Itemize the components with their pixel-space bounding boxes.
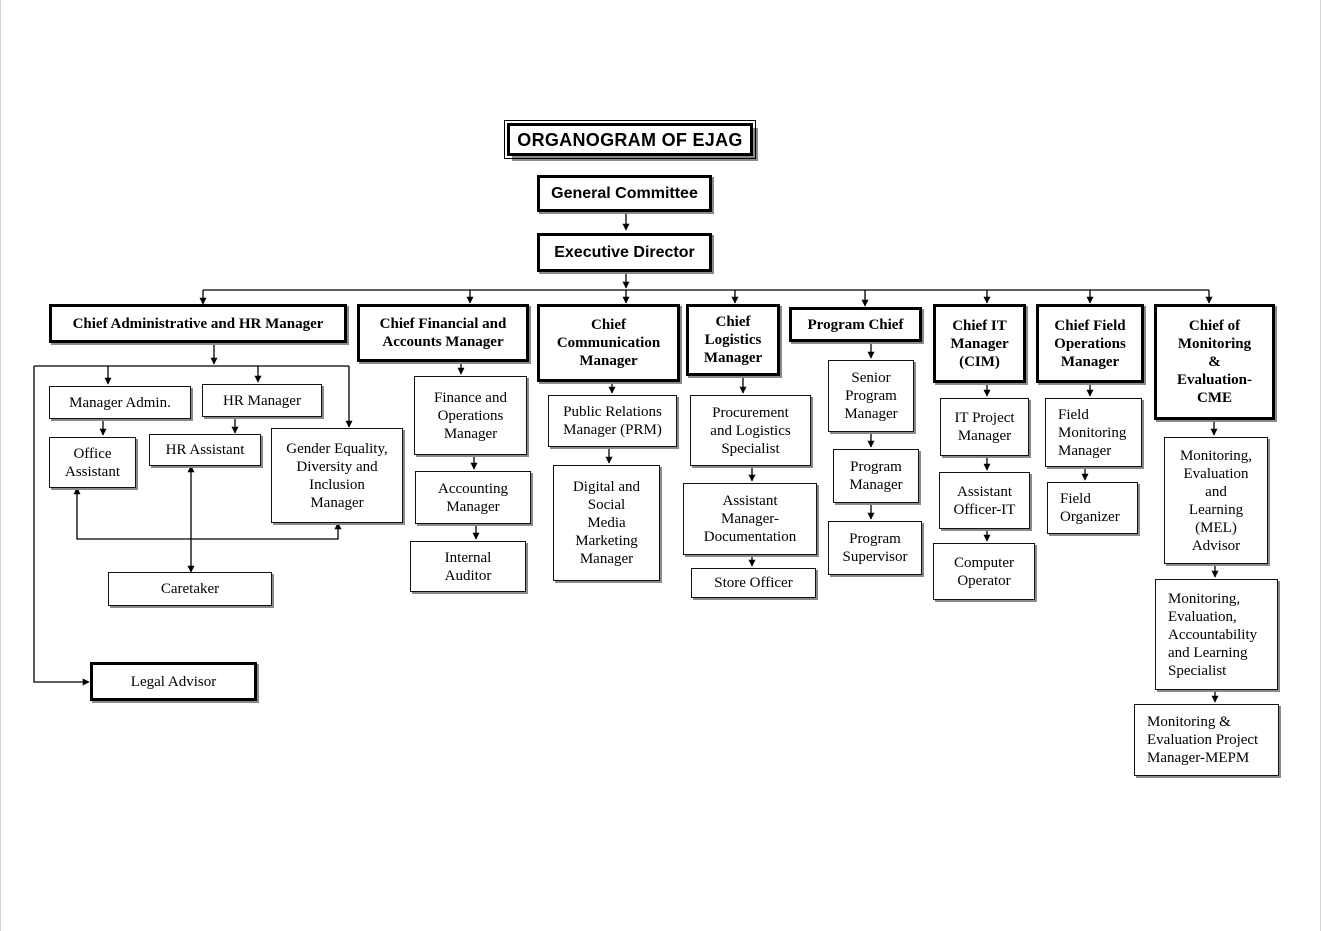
program-supervisor-box: Program Supervisor: [828, 521, 922, 575]
connector-legal-advisor: [33, 366, 90, 686]
assistant-officer-it-box: Assistant Officer-IT: [939, 472, 1030, 529]
manager-admin-box: Manager Admin.: [49, 386, 191, 419]
general-committee-box: General Committee: [537, 175, 712, 212]
connector-office-gender: [73, 487, 342, 540]
chief-it-box: Chief IT Manager (CIM): [933, 304, 1026, 383]
page-title: ORGANOGRAM OF EJAG: [504, 120, 756, 159]
caretaker-box: Caretaker: [108, 572, 272, 606]
chief-field-ops-box: Chief Field Operations Manager: [1036, 304, 1144, 383]
legal-advisor-box: Legal Advisor: [90, 662, 257, 701]
gender-equality-box: Gender Equality, Diversity and Inclusion…: [271, 428, 403, 523]
senior-program-manager-box: Senior Program Manager: [828, 360, 914, 432]
accounting-manager-box: Accounting Manager: [415, 471, 531, 524]
field-organizer-box: Field Organizer: [1047, 482, 1138, 534]
digital-social-media-box: Digital and Social Media Marketing Manag…: [553, 465, 660, 581]
finance-operations-box: Finance and Operations Manager: [414, 376, 527, 455]
assistant-manager-doc-box: Assistant Manager- Documentation: [683, 483, 817, 555]
office-assistant-box: Office Assistant: [49, 437, 136, 488]
chief-admin-hr-box: Chief Administrative and HR Manager: [49, 304, 347, 343]
hr-assistant-box: HR Assistant: [149, 434, 261, 466]
executive-director-box: Executive Director: [537, 233, 712, 272]
hr-manager-box: HR Manager: [202, 384, 322, 417]
it-project-manager-box: IT Project Manager: [940, 398, 1029, 456]
internal-auditor-box: Internal Auditor: [410, 541, 526, 592]
chief-financial-box: Chief Financial and Accounts Manager: [357, 304, 529, 362]
chief-communication-box: Chief Communication Manager: [537, 304, 680, 382]
store-officer-box: Store Officer: [691, 568, 816, 598]
mepm-box: Monitoring & Evaluation Project Manager-…: [1134, 704, 1279, 776]
program-manager-box: Program Manager: [833, 449, 919, 503]
meal-specialist-box: Monitoring, Evaluation, Accountability a…: [1155, 579, 1278, 690]
procurement-specialist-box: Procurement and Logistics Specialist: [690, 395, 811, 466]
field-monitoring-manager-box: Field Monitoring Manager: [1045, 398, 1142, 467]
mel-advisor-box: Monitoring, Evaluation and Learning (MEL…: [1164, 437, 1268, 564]
program-chief-box: Program Chief: [789, 307, 922, 342]
chief-monitoring-box: Chief of Monitoring & Evaluation- CME: [1154, 304, 1275, 420]
computer-operator-box: Computer Operator: [933, 543, 1035, 600]
chief-logistics-box: Chief Logistics Manager: [686, 304, 780, 376]
public-relations-box: Public Relations Manager (PRM): [548, 395, 677, 447]
